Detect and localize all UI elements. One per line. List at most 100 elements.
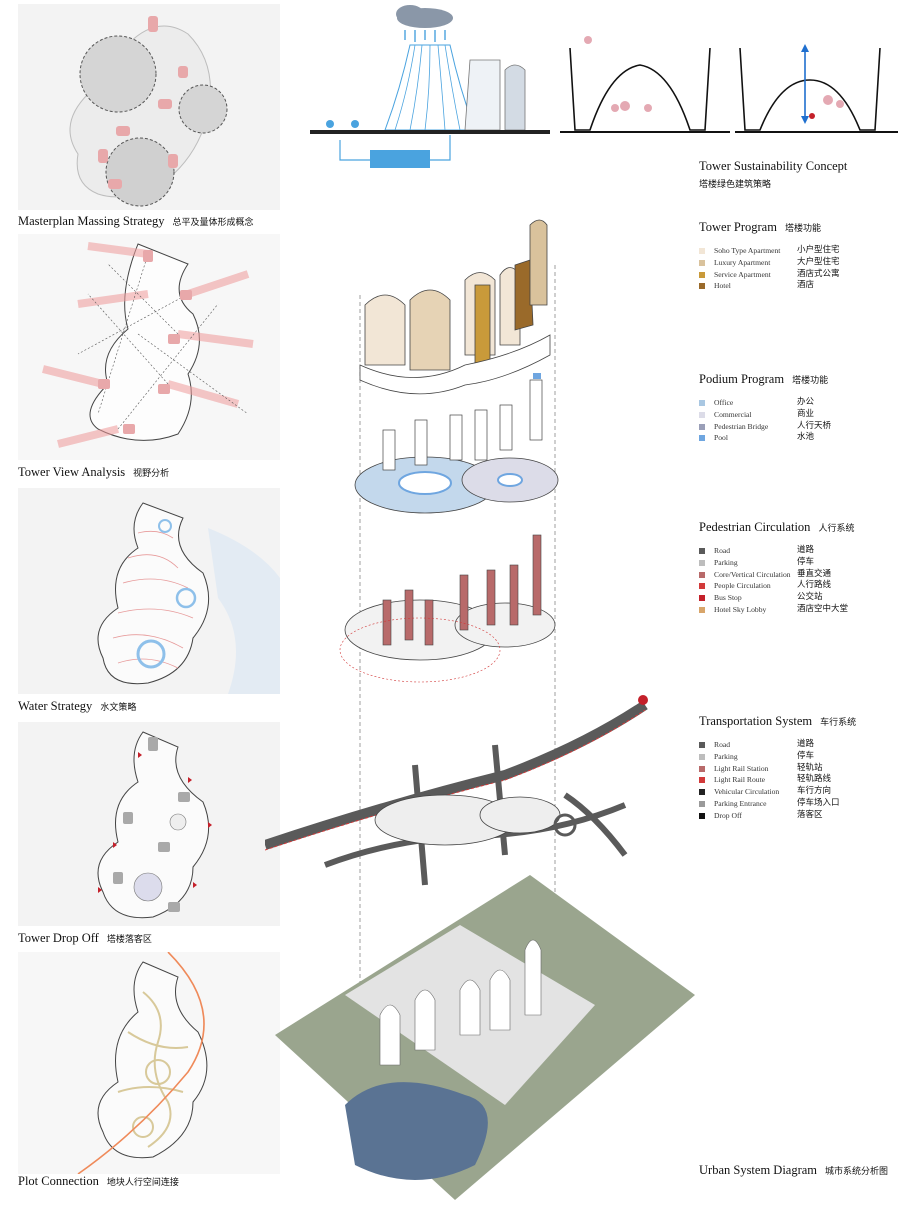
legend-item: Light Rail Route 轻轨路线	[699, 774, 899, 786]
legend-label-zh: 人行路线	[797, 580, 832, 591]
legend-label-zh: 停车	[797, 750, 815, 761]
legend-item: Pool 水池	[699, 432, 899, 444]
legend-label-en: Service Apartment	[714, 269, 771, 279]
legend-item: Bus Stop 公交站	[699, 592, 899, 604]
legend-swatch	[699, 548, 705, 554]
legend-item: Office 办公	[699, 397, 899, 409]
legend-label-zh: 停车场入口	[797, 797, 840, 808]
legend-label-en: Commercial	[714, 409, 752, 419]
legend-label-zh: 公交站	[797, 592, 823, 603]
legend-label-en: Core/Vertical Circulation	[714, 569, 791, 579]
legend-label-en: People Circulation	[714, 581, 771, 591]
legend-label-en: Parking	[714, 557, 738, 567]
legend-label-zh: 轻轨路线	[797, 774, 832, 785]
legend-label-zh: 人行天桥	[797, 420, 832, 431]
legend-item: Pedestrian Bridge 人行天桥	[699, 421, 899, 433]
legend-label-zh: 落客区	[797, 809, 823, 820]
legend-label-zh: 小户型住宅	[797, 245, 840, 255]
plot-connection-diagram	[18, 952, 280, 1174]
legend-swatch	[699, 435, 705, 442]
legend-label-en: Pedestrian Bridge	[714, 421, 769, 431]
legend-swatch	[699, 595, 705, 602]
legend-label-en: Road	[714, 546, 731, 555]
legend-label-zh: 酒店	[797, 280, 815, 291]
tower-drop-off-diagram	[18, 722, 280, 926]
legend-label-en: Road	[714, 740, 731, 749]
legend-swatch	[699, 753, 705, 760]
legend-label-en: Soho Type Apartment	[714, 246, 781, 255]
legend-swatch	[699, 423, 705, 430]
legend-swatch	[699, 812, 705, 819]
legend-item: Light Rail Station 轻轨站	[699, 763, 899, 775]
legend-item: Parking 停车	[699, 751, 899, 763]
legend-label-en: Bus Stop	[714, 593, 742, 603]
legend-swatch	[699, 742, 705, 748]
legend-label-zh: 大户型住宅	[797, 256, 840, 267]
sustainability-illustration	[300, 0, 900, 185]
legend-label-en: Parking Entrance	[714, 798, 767, 808]
legend-swatch	[699, 259, 705, 266]
urban-layer	[275, 875, 695, 1200]
legend-swatch	[699, 606, 705, 613]
legend-label-zh: 酒店式公寓	[797, 268, 840, 279]
legend-label-en: Light Rail Station	[714, 763, 769, 773]
legend-item: Parking 停车	[699, 557, 899, 569]
legend-label-zh: 道路	[797, 545, 815, 555]
legend-label-zh: 水池	[797, 432, 815, 443]
legend-swatch	[699, 777, 705, 784]
legend-label-zh: 轻轨站	[797, 762, 823, 773]
legend-label-zh: 道路	[797, 739, 815, 749]
legend-swatch	[699, 571, 705, 578]
legend-swatch	[699, 800, 705, 807]
legend-swatch	[699, 400, 705, 406]
transportation-layer	[263, 695, 648, 886]
legend-swatch	[699, 411, 705, 418]
legend-swatch	[699, 283, 705, 290]
legend-swatch	[699, 789, 705, 796]
podium-program-layer	[354, 373, 559, 514]
legend-label-en: Parking	[714, 751, 738, 761]
sustainability-title: Tower Sustainability Concept	[699, 159, 848, 173]
legend-swatch	[699, 765, 705, 772]
legend-label-zh: 酒店空中大堂	[797, 603, 849, 614]
legend-label-zh: 停车	[797, 556, 815, 567]
legend-item: Soho Type Apartment 小户型住宅	[699, 245, 899, 257]
tower-view-analysis-diagram	[18, 234, 280, 460]
legend-swatch	[699, 271, 705, 278]
legend-label-en: Drop Off	[714, 810, 742, 820]
legend-label-en: Vehicular Circulation	[714, 787, 780, 797]
legend-item: Road 道路	[699, 739, 899, 751]
legend-swatch	[699, 559, 705, 566]
legend-item: Service Apartment 酒店式公寓	[699, 269, 899, 281]
exploded-axonometric	[263, 205, 695, 1205]
legend-label-zh: 办公	[797, 397, 815, 407]
legend-item: People Circulation 人行路线	[699, 580, 899, 592]
legend-label-en: Light Rail Route	[714, 775, 766, 785]
legend-item: Parking Entrance 停车场入口	[699, 798, 899, 810]
legend-label-en: Office	[714, 398, 734, 407]
pedestrian-layer	[339, 534, 556, 683]
legend-item: Road 道路	[699, 545, 899, 557]
legend-label-en: Pool	[714, 433, 728, 443]
masterplan-massing-diagram	[18, 4, 280, 210]
